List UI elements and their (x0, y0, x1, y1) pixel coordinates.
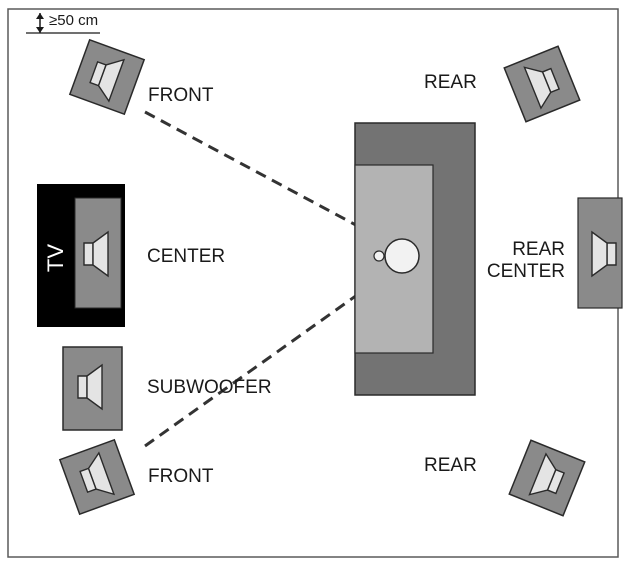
front-top-sound-line (144, 110, 396, 248)
rear-top-speaker (503, 45, 581, 123)
subwoofer-label: SUBWOOFER (147, 377, 272, 398)
front-bottom-speaker (58, 438, 136, 516)
front-bottom-label: FRONT (148, 466, 214, 487)
rear-top-label: REAR (424, 72, 477, 93)
front-bottom-sound-line (144, 266, 396, 448)
rear-center-label-line1: REAR (512, 239, 565, 260)
rear-bottom-speaker (508, 439, 586, 517)
distance-note: ≥50 cm (49, 12, 98, 29)
listener-nose (373, 250, 385, 262)
front-top-speaker (68, 38, 146, 116)
listener-head (384, 238, 420, 274)
front-top-label: FRONT (148, 85, 214, 106)
tv-label: TV (43, 244, 68, 272)
distance-marker (26, 13, 100, 34)
rear-bottom-label: REAR (424, 455, 477, 476)
center-label: CENTER (147, 246, 225, 267)
rear-center-label-line2: CENTER (487, 261, 565, 282)
